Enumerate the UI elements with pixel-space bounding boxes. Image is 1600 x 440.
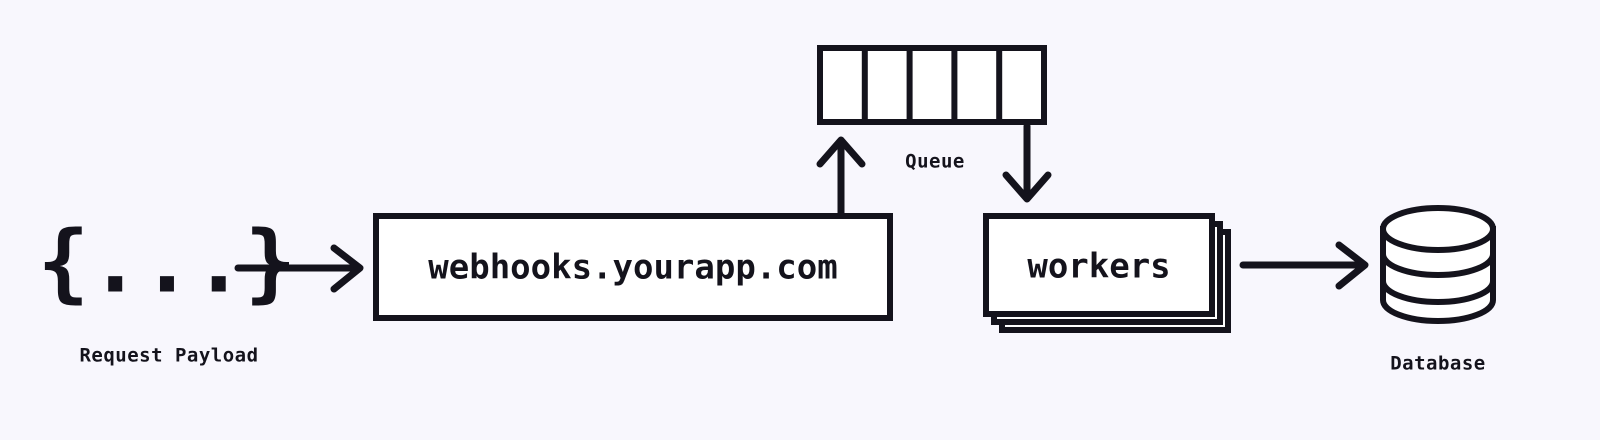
node-webhooks-endpoint[interactable]: webhooks.yourapp.com [373,213,893,321]
endpoint-label: webhooks.yourapp.com [428,248,837,288]
queue-box [817,45,1047,125]
arrow-head-icon [1335,241,1369,290]
arrow-head-icon [1002,171,1052,203]
json-braces-icon: {...} [38,212,297,312]
node-database[interactable]: Database [1380,205,1496,375]
arrow-workers-to-database [1239,241,1369,290]
database-caption: Database [1390,353,1486,375]
arrow-endpoint-to-queue [816,136,866,218]
endpoint-box [373,213,893,321]
node-request-payload[interactable]: {...} Request Payload [38,212,297,366]
queue-caption: Queue [905,151,965,173]
database-band-1 [1380,251,1496,278]
arrow-head-icon [330,244,364,293]
database-top-ellipse [1380,205,1496,253]
request-payload-caption: Request Payload [79,345,258,367]
node-workers[interactable]: workers [983,213,1231,333]
node-queue[interactable]: Queue [817,45,1047,173]
database-band-2 [1380,278,1496,305]
workers-label: workers [1027,247,1170,287]
workers-box-layer-1 [983,213,1215,317]
arrow-head-icon [816,136,866,168]
arrow-payload-to-endpoint [234,244,364,293]
arrow-queue-to-workers [1002,122,1052,203]
